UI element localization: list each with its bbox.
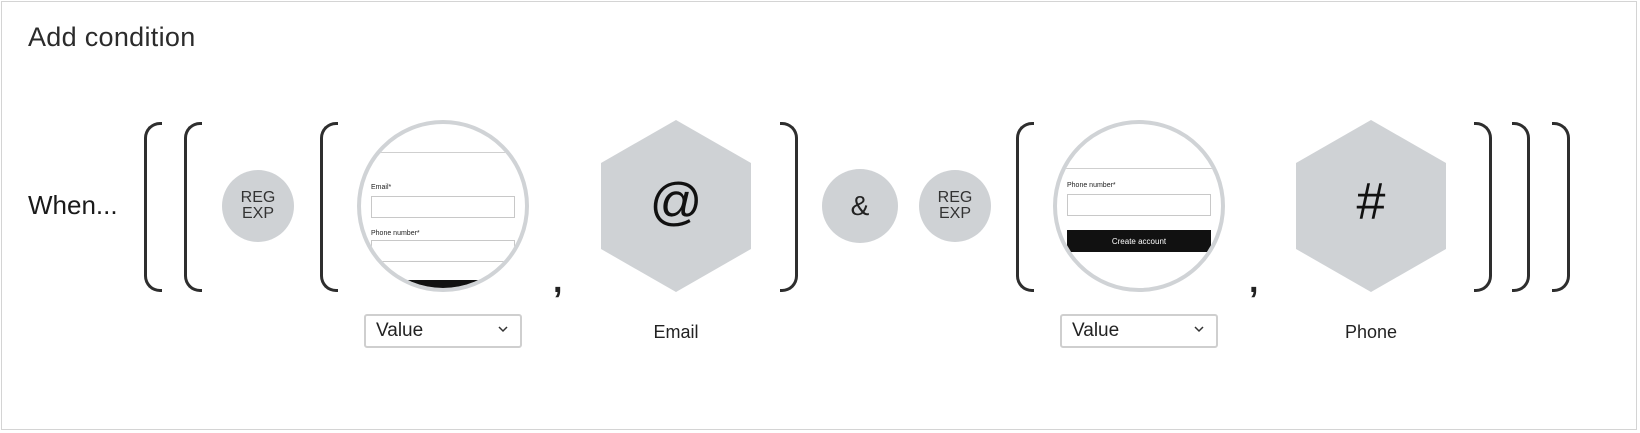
and-symbol: & [850, 190, 870, 221]
group2-field-preview[interactable]: Phone number* Create account [1053, 120, 1225, 292]
group1-select-value: Value [376, 320, 424, 341]
comma-separator: , [1249, 262, 1259, 300]
page-title: Add condition [28, 22, 196, 52]
email-type-label: Email [653, 322, 699, 342]
regexp-token-2[interactable]: REG EXP [919, 170, 991, 242]
group1-field-preview[interactable]: Email* Phone number* [357, 120, 529, 292]
group2-value-select[interactable]: Value [1060, 314, 1218, 348]
regexp-token[interactable]: REG EXP [222, 170, 294, 242]
when-label: When... [28, 190, 118, 220]
and-operator-token[interactable]: & [822, 169, 898, 243]
regexp-line1: REG [937, 189, 973, 206]
preview-create-account-button: Create account [1067, 230, 1211, 252]
bracket-open-outer [144, 122, 162, 292]
group2-bracket-close [1474, 122, 1492, 292]
phone-type-label: Phone [1344, 322, 1398, 342]
group1-bracket-close [780, 122, 798, 292]
group2-bracket-open [1016, 122, 1034, 292]
preview-email-label: Email* [371, 184, 392, 191]
preview-phone-label: Phone number* [1067, 182, 1116, 189]
preview-phone-label: Phone number* [371, 230, 420, 237]
at-sign-icon: @ [649, 173, 703, 231]
regexp-line2: EXP [938, 205, 971, 222]
group2-select-value: Value [1072, 320, 1120, 341]
phone-type-token[interactable]: # [1296, 120, 1446, 292]
bracket-close-inner [1512, 122, 1530, 292]
hash-icon: # [1356, 173, 1386, 231]
regexp-line1: REG [240, 189, 276, 206]
hexagon-shape [601, 120, 751, 292]
preview-submit-strip [371, 280, 515, 288]
hexagon-shape [1296, 120, 1446, 292]
bracket-open-inner [184, 122, 202, 292]
email-type-token[interactable]: @ [601, 120, 751, 292]
chevron-down-icon [498, 326, 508, 333]
group1-bracket-open [320, 122, 338, 292]
chevron-down-icon [1194, 326, 1204, 333]
comma-separator: , [553, 262, 563, 300]
regexp-line2: EXP [241, 205, 274, 222]
bracket-close-outer [1552, 122, 1570, 292]
group1-value-select[interactable]: Value [364, 314, 522, 348]
